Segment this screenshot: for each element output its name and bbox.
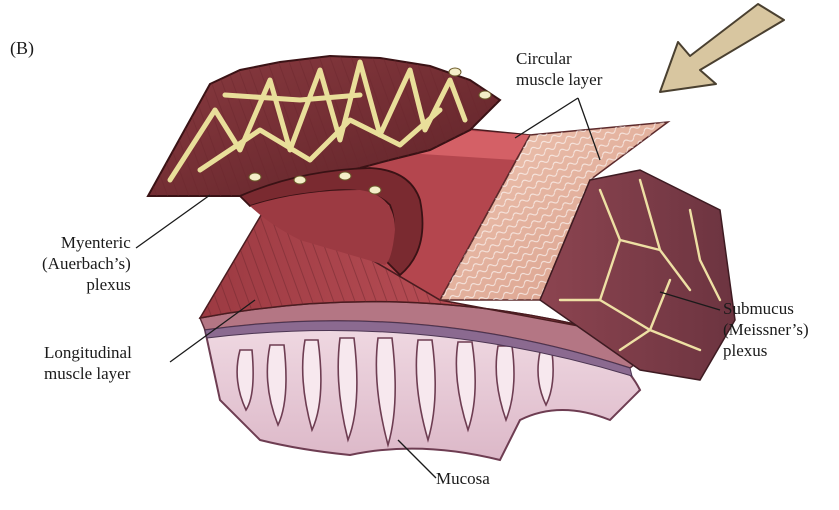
panel-letter: (B) <box>10 38 34 59</box>
myenteric-plexus-label: Myenteric (Auerbach’s) plexus <box>42 232 131 295</box>
leader-myenteric <box>136 195 210 248</box>
circular-muscle-label: Circular muscle layer <box>516 48 602 90</box>
submucus-plexus-label: Submucus (Meissner’s) plexus <box>723 298 809 361</box>
longitudinal-muscle-label: Longitudinal muscle layer <box>44 342 132 384</box>
mucosa-label: Mucosa <box>436 468 490 489</box>
direction-arrow <box>660 4 784 92</box>
